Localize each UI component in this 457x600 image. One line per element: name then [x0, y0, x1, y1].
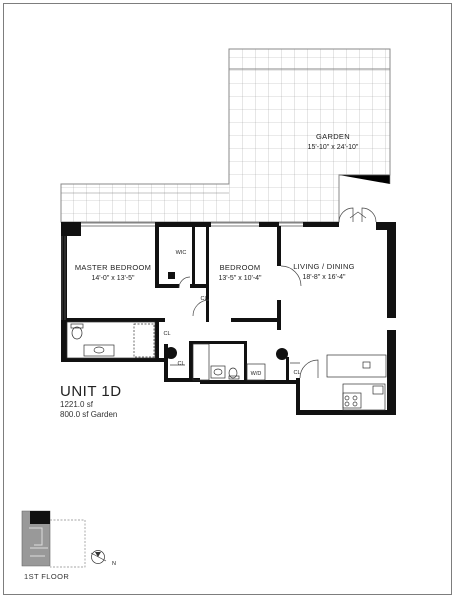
doors: [178, 207, 377, 379]
hall-closet-label: CL: [177, 361, 184, 367]
north-arrow: N: [90, 550, 116, 567]
entry-closet-label: CL: [293, 370, 300, 376]
bedroom-name: BEDROOM: [220, 263, 261, 272]
key-plan: [21, 510, 86, 568]
interior-walls: [67, 226, 289, 382]
floor-label: 1ST FLOOR: [24, 572, 70, 581]
page-border: [3, 3, 452, 595]
living-dining-dims: 18'-8" x 16'-4": [302, 274, 346, 281]
unit-area: 1221.0 sf: [60, 400, 93, 409]
windows: [61, 222, 303, 320]
bedroom-dims: 13'-5" x 10'-4": [218, 275, 262, 282]
columns: [165, 272, 288, 360]
unit-title: UNIT 1D: [60, 383, 122, 400]
living-dining-name: LIVING / DINING: [293, 262, 355, 271]
master-bedroom-name: MASTER BEDROOM: [75, 263, 151, 272]
master-closet-label: CL: [163, 331, 170, 337]
master-bath-fixtures: [66, 321, 156, 359]
north-label: N: [112, 561, 116, 567]
garden-dims: 15'-10" x 24'-10": [308, 144, 359, 151]
wic-label: WIC: [176, 250, 187, 256]
washer-dryer-label: W/D: [251, 371, 262, 377]
bedroom-closet-label: CL: [200, 296, 207, 302]
kitchen: [326, 354, 387, 411]
garden-name: GARDEN: [316, 132, 350, 141]
closets: [170, 362, 300, 381]
exterior-walls: [61, 222, 396, 415]
master-bedroom-dims: 14'-0" x 13'-5": [91, 275, 135, 282]
unit-garden-area: 800.0 sf Garden: [60, 410, 118, 419]
hall-bath-fixtures: [192, 343, 240, 381]
